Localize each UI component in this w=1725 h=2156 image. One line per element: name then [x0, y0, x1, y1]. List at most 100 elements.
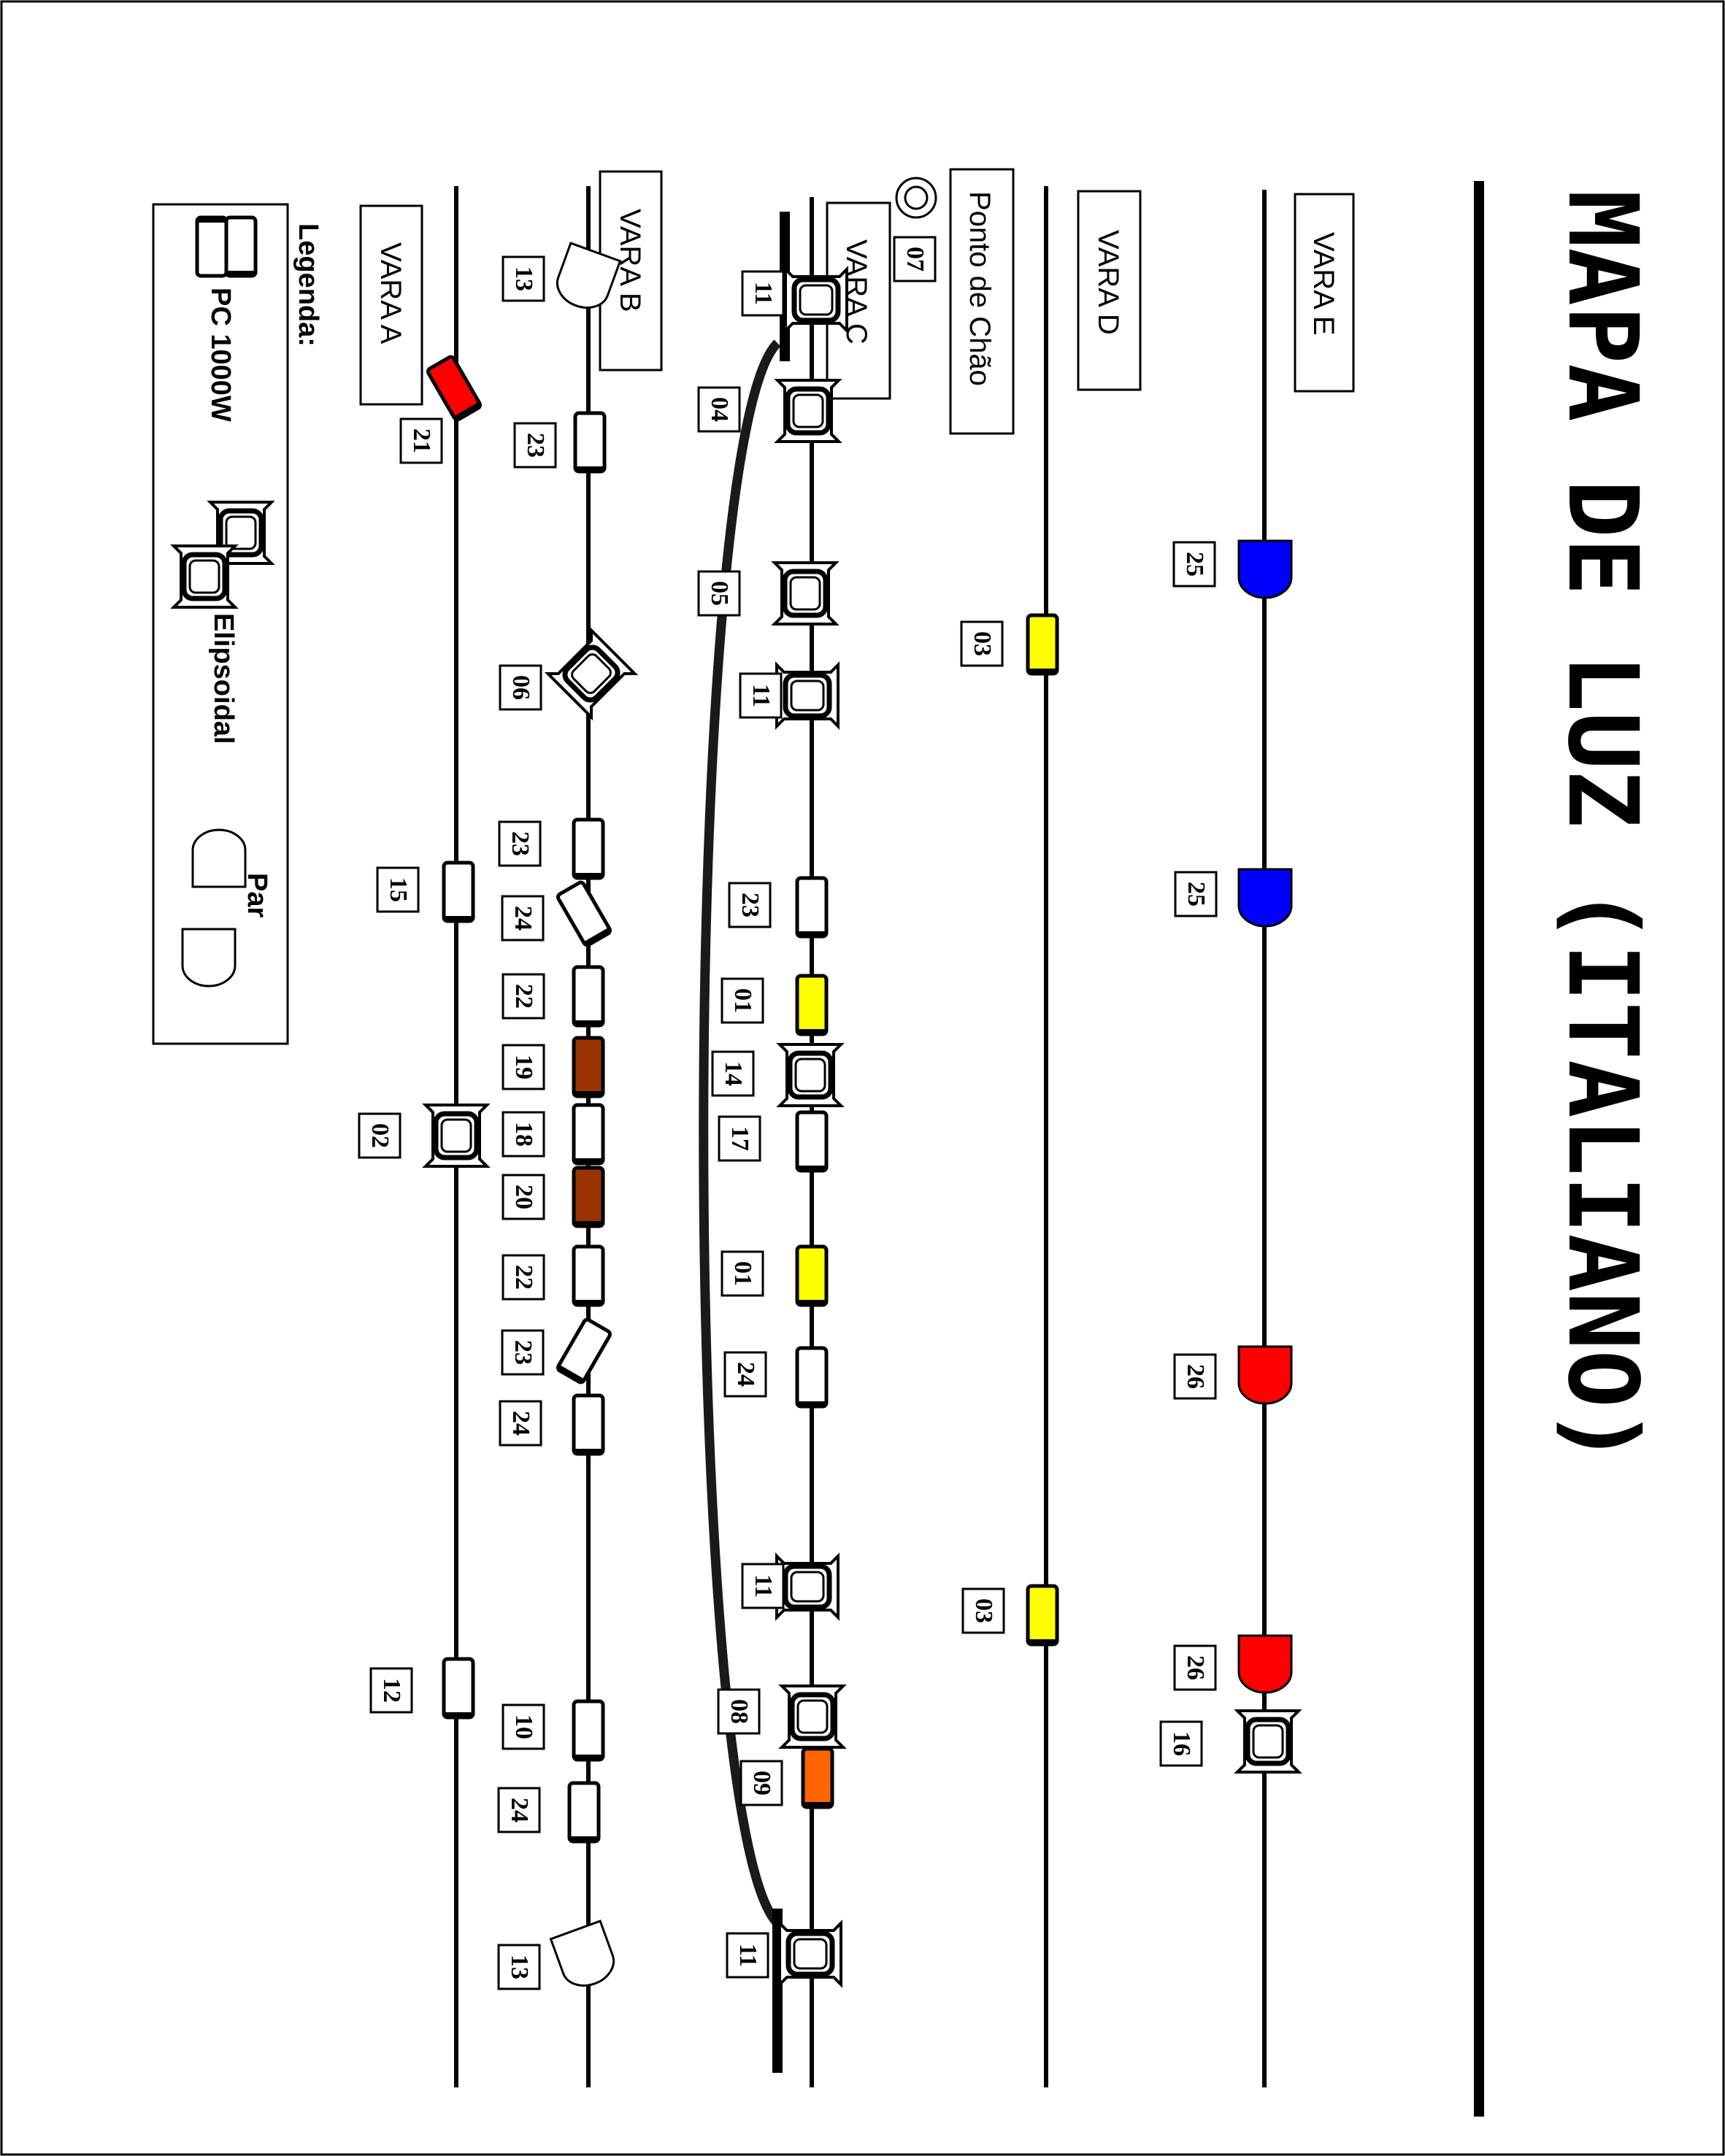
svg-text:24: 24: [507, 1411, 534, 1436]
svg-text:26: 26: [1182, 1364, 1209, 1389]
fixture-b-20[interactable]: 20: [502, 1168, 603, 1228]
fixture-b-24b[interactable]: 24: [499, 1395, 603, 1455]
label-ponto-de-chao: Ponto de Chão: [949, 168, 1015, 435]
fixture-a-15[interactable]: 15: [376, 863, 473, 923]
svg-text:24: 24: [732, 1362, 759, 1387]
fixture-d-03b[interactable]: 03: [961, 1586, 1057, 1646]
fixture-b-23b[interactable]: 23: [498, 820, 603, 879]
fixture-c-08[interactable]: 08: [717, 1686, 843, 1747]
fixture-b-13a[interactable]: 13: [502, 242, 622, 316]
svg-text:12: 12: [378, 1678, 405, 1703]
svg-text:03: 03: [969, 631, 996, 656]
svg-text:22: 22: [510, 1265, 537, 1290]
svg-text:21: 21: [408, 428, 435, 453]
svg-text:13: 13: [510, 266, 537, 291]
floor-point-07[interactable]: 07: [893, 177, 937, 282]
svg-text:24: 24: [510, 906, 537, 931]
svg-text:07: 07: [902, 247, 929, 272]
svg-text:20: 20: [510, 1185, 537, 1209]
label-vara-a: VARA A: [359, 204, 423, 406]
fixture-e-25a[interactable]: 25: [1172, 539, 1293, 599]
fixture-c-04[interactable]: 04: [697, 380, 839, 442]
fixture-b-18[interactable]: 18: [502, 1105, 603, 1165]
fixture-b-23a[interactable]: 23: [513, 413, 604, 473]
fixture-e-26b[interactable]: 26: [1173, 1634, 1293, 1694]
svg-text:15: 15: [385, 877, 412, 902]
svg-text:13: 13: [506, 1955, 533, 1979]
svg-text:11: 11: [750, 282, 777, 305]
fixture-c-09[interactable]: 09: [739, 1749, 832, 1809]
svg-text:03: 03: [970, 1598, 997, 1623]
svg-text:16: 16: [1168, 1731, 1195, 1756]
svg-text:09: 09: [748, 1771, 775, 1795]
svg-text:26: 26: [1182, 1655, 1209, 1680]
fixture-c-24[interactable]: 24: [723, 1348, 826, 1408]
svg-text:14: 14: [720, 1061, 747, 1086]
svg-text:24: 24: [506, 1798, 533, 1822]
fixture-b-23c[interactable]: 23: [501, 1318, 611, 1385]
legend: Legenda: PC 1000W Elipsoidal Par: [152, 203, 323, 1045]
fixture-c-01b[interactable]: 01: [721, 1247, 826, 1306]
fixture-b-22b[interactable]: 22: [502, 1247, 603, 1306]
svg-text:23: 23: [507, 831, 534, 856]
fixture-a-12[interactable]: 12: [369, 1659, 473, 1719]
fixture-b-10[interactable]: 10: [502, 1701, 603, 1761]
svg-text:01: 01: [729, 1261, 756, 1286]
svg-text:11: 11: [750, 1574, 777, 1598]
svg-text:Ponto de Chão: Ponto de Chão: [964, 191, 996, 386]
svg-text:19: 19: [510, 1055, 537, 1079]
svg-text:VARA E: VARA E: [1307, 232, 1340, 336]
label-vara-b: VARA B: [599, 170, 663, 371]
fixture-c-11d[interactable]: 11: [726, 1923, 841, 1984]
svg-text:23: 23: [737, 893, 764, 917]
label-vara-d: VARA D: [1077, 190, 1142, 391]
fixture-d-03a[interactable]: 03: [960, 615, 1057, 675]
page-title: MAPA DE LUZ (ITALIANO): [1546, 190, 1659, 1466]
fixture-e-25b[interactable]: 25: [1174, 868, 1293, 928]
svg-text:23: 23: [510, 1340, 537, 1365]
svg-text:08: 08: [726, 1699, 753, 1724]
fixture-c-17[interactable]: 17: [718, 1112, 826, 1172]
legend-pc-icon: [197, 216, 256, 277]
legend-par-label: Par: [242, 873, 272, 917]
fixture-b-06[interactable]: 06: [499, 631, 634, 717]
svg-text:23: 23: [522, 433, 549, 458]
svg-text:11: 11: [748, 684, 775, 707]
legend-pc-label: PC 1000W: [205, 288, 236, 422]
fixture-a-02[interactable]: 02: [358, 1105, 487, 1166]
fixture-c-11b[interactable]: 11: [739, 665, 838, 726]
fixture-c-23[interactable]: 23: [728, 878, 826, 938]
svg-text:05: 05: [706, 581, 733, 606]
curved-truss: [699, 339, 781, 1927]
fixture-b-13b[interactable]: 13: [497, 1920, 621, 1994]
fixture-b-24a[interactable]: 24: [501, 881, 612, 947]
svg-text:22: 22: [510, 984, 537, 1009]
svg-text:01: 01: [729, 988, 756, 1013]
svg-text:25: 25: [1183, 882, 1210, 906]
fixture-e-16[interactable]: 16: [1159, 1711, 1299, 1772]
fixture-b-19[interactable]: 19: [502, 1038, 603, 1098]
fixture-c-01a[interactable]: 01: [721, 976, 826, 1036]
legend-elipsoidal-label: Elipsoidal: [208, 613, 239, 744]
fixture-a-21[interactable]: 21: [399, 355, 482, 464]
fixture-c-11c[interactable]: 11: [741, 1556, 838, 1617]
fixture-c-14[interactable]: 14: [711, 1044, 841, 1106]
fixture-c-11a[interactable]: 11: [741, 269, 847, 331]
svg-text:06: 06: [507, 675, 534, 700]
svg-text:VARA A: VARA A: [374, 242, 407, 344]
fixture-c-05[interactable]: 05: [697, 563, 836, 624]
fixture-e-26a[interactable]: 26: [1173, 1345, 1293, 1405]
svg-text:04: 04: [706, 397, 733, 422]
svg-text:25: 25: [1181, 552, 1208, 577]
label-vara-e: VARA E: [1294, 193, 1355, 393]
legend-title: Legenda:: [293, 223, 323, 347]
svg-text:VARA D: VARA D: [1092, 230, 1124, 335]
legend-box: [152, 203, 289, 1045]
svg-text:11: 11: [734, 1944, 761, 1967]
svg-text:18: 18: [510, 1122, 537, 1147]
fixture-b-24c[interactable]: 24: [497, 1783, 599, 1843]
fixture-b-22a[interactable]: 22: [502, 967, 603, 1027]
svg-text:02: 02: [366, 1123, 393, 1148]
